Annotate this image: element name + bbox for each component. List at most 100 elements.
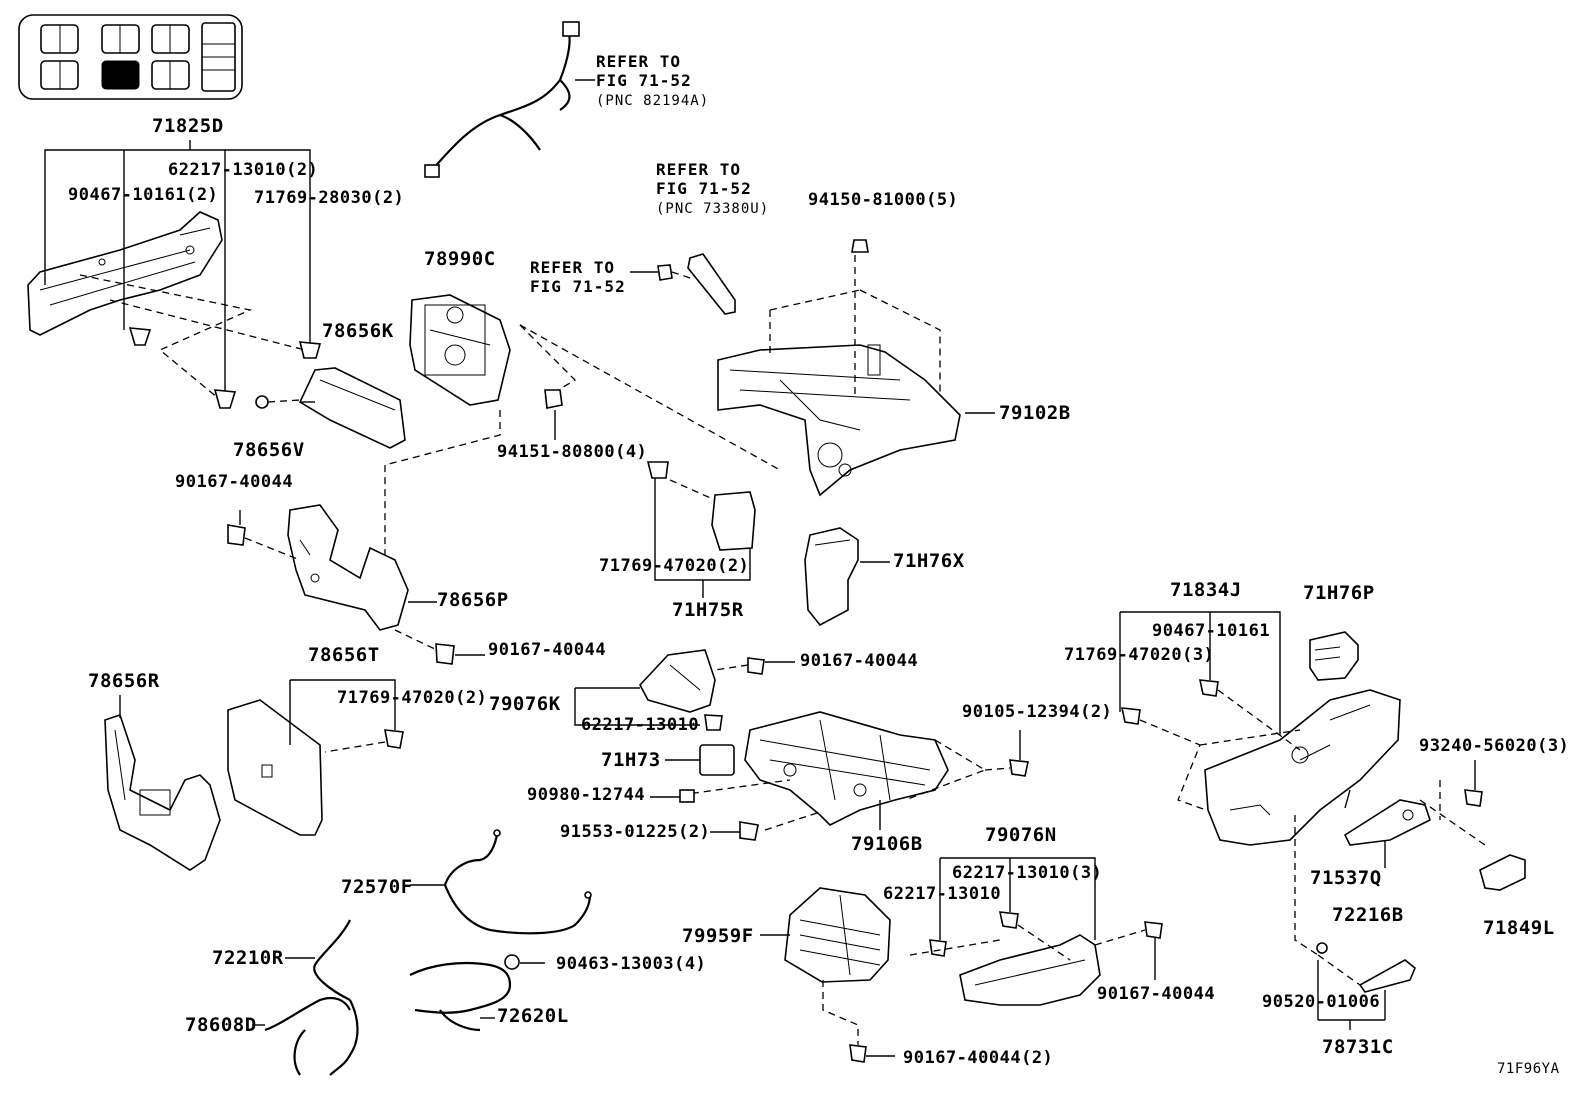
bolt-icon-5 [739, 821, 759, 841]
bolt-icon-4 [747, 657, 765, 675]
seat-rail-cover-part [959, 934, 1101, 1006]
wire-harness-icon [424, 21, 595, 178]
clip-icon-3 [384, 729, 404, 749]
trim-cover-part [711, 491, 756, 551]
part-label-78990C[interactable]: 78990C [424, 248, 496, 270]
part-label-79959F[interactable]: 79959F [682, 925, 754, 947]
part-label-78656V[interactable]: 78656V [233, 439, 305, 461]
part-label-71834J[interactable]: 71834J [1170, 579, 1242, 601]
shield-cover-part [298, 367, 406, 449]
clamp-icon [504, 954, 545, 970]
part-label-90520-01006[interactable]: 90520-01006 [1262, 992, 1381, 1012]
part-label-79106B[interactable]: 79106B [851, 833, 923, 855]
part-label-78656K[interactable]: 78656K [322, 320, 394, 342]
rear-bracket-part [104, 713, 221, 871]
part-label-79076K[interactable]: 79076K [489, 693, 561, 715]
part-label-72620L[interactable]: 72620L [497, 1005, 569, 1027]
cable-icon [410, 829, 592, 935]
part-label-71849L[interactable]: 71849L [1483, 917, 1555, 939]
part-label-91553-01225-2[interactable]: 91553-01225(2) [560, 822, 711, 842]
refer-line-2: FIG 71-52 [656, 179, 752, 198]
part-label-90467-10161-2[interactable]: 90467-10161(2) [68, 185, 219, 205]
cap-icon [255, 395, 269, 409]
part-label-78608D[interactable]: 78608D [185, 1014, 257, 1036]
part-label-71825D[interactable]: 71825D [152, 115, 224, 137]
part-label-62217-13010-b[interactable]: 62217-13010 [883, 884, 1002, 904]
part-label-72210R[interactable]: 72210R [212, 947, 284, 969]
part-label-71H73[interactable]: 71H73 [601, 749, 661, 771]
clip-icon-4 [704, 714, 723, 731]
clip-icon-5 [1120, 679, 1219, 725]
part-label-90167-40044-b[interactable]: 90167-40044 [488, 640, 607, 660]
leg-cover-part [287, 504, 409, 631]
seat-side-cover-part [27, 211, 223, 336]
part-label-90167-40044-a[interactable]: 90167-40044 [175, 472, 294, 492]
part-label-90167-40044-d[interactable]: 90167-40044 [1097, 984, 1216, 1004]
part-label-62217-13010-2[interactable]: 62217-13010(2) [168, 160, 319, 180]
side-trim-part [804, 527, 859, 627]
refer-line-2: FIG 71-52 [596, 71, 692, 90]
cable-icon-3 [252, 996, 351, 1076]
adjust-knob-part [1343, 799, 1431, 846]
motor-housing-part [784, 887, 891, 983]
connector-icon [679, 789, 695, 803]
part-label-71H75R[interactable]: 71H75R [672, 599, 744, 621]
refer-line-1: REFER TO [530, 258, 616, 277]
part-label-71537Q[interactable]: 71537Q [1310, 867, 1382, 889]
nut-icon [544, 389, 563, 409]
bolt-icon-2 [227, 524, 246, 546]
part-label-93240-56020-3[interactable]: 93240-56020(3) [1419, 736, 1570, 756]
part-label-90167-40044-2[interactable]: 90167-40044(2) [903, 1048, 1054, 1068]
part-label-94151-80800-4[interactable]: 94151-80800(4) [497, 442, 648, 462]
lower-bracket-part [639, 649, 716, 713]
refer-line-3: (PNC 73380U) [656, 201, 770, 217]
motor-bracket-part [409, 294, 511, 406]
part-label-72216B[interactable]: 72216B [1332, 904, 1404, 926]
switch-block-part [699, 744, 735, 776]
refer-line-3: (PNC 82194A) [596, 93, 710, 109]
part-label-90980-12744[interactable]: 90980-12744 [527, 785, 646, 805]
cable-icon-2 [285, 919, 359, 1076]
part-label-79102B[interactable]: 79102B [999, 402, 1071, 424]
seat-shield-cover-part [1204, 689, 1401, 846]
seat-position-legend-icon [18, 14, 243, 100]
part-label-79076N[interactable]: 79076N [985, 824, 1057, 846]
trim-panel-part [227, 699, 323, 836]
part-label-71H76P[interactable]: 71H76P [1303, 582, 1375, 604]
part-label-72570F[interactable]: 72570F [341, 876, 413, 898]
part-label-71769-47020-2b[interactable]: 71769-47020(2) [337, 688, 488, 708]
part-label-71769-47020-3[interactable]: 71769-47020(3) [1064, 645, 1215, 665]
part-label-90463-13003-4[interactable]: 90463-13003(4) [556, 954, 707, 974]
part-label-71769-47020-2a[interactable]: 71769-47020(2) [599, 556, 750, 576]
clip-icon-6 [929, 911, 1163, 957]
part-label-62217-13010-a[interactable]: 62217-13010 [581, 715, 700, 735]
part-label-90167-40044-c[interactable]: 90167-40044 [800, 651, 919, 671]
clip-icon-2 [646, 461, 669, 479]
label-tag-part [1309, 631, 1359, 681]
part-label-78731C[interactable]: 78731C [1322, 1036, 1394, 1058]
part-label-78656R[interactable]: 78656R [88, 670, 160, 692]
bolt-icon [657, 264, 673, 281]
part-label-78656T[interactable]: 78656T [308, 644, 380, 666]
part-label-71H76X[interactable]: 71H76X [893, 550, 965, 572]
part-label-62217-13010-3[interactable]: 62217-13010(3) [952, 863, 1103, 883]
bolt-icon-7 [849, 1044, 867, 1063]
part-label-90467-10161[interactable]: 90467-10161 [1152, 621, 1271, 641]
seat-track-frame-part [717, 344, 961, 497]
pin-icon [1316, 942, 1328, 954]
part-label-94150-81000-5[interactable]: 94150-81000(5) [808, 190, 959, 210]
part-label-78656P[interactable]: 78656P [437, 589, 509, 611]
part-label-90105-12394-2[interactable]: 90105-12394(2) [962, 702, 1113, 722]
cable-icon-4 [409, 961, 512, 1032]
part-label-71769-28030-2[interactable]: 71769-28030(2) [254, 188, 405, 208]
refer-line-2: FIG 71-52 [530, 277, 626, 296]
end-cap-part [1479, 854, 1526, 891]
nut-icon-2 [851, 239, 869, 253]
clip-icon [128, 327, 322, 409]
diagram-id: 71F96YA [1497, 1061, 1560, 1077]
